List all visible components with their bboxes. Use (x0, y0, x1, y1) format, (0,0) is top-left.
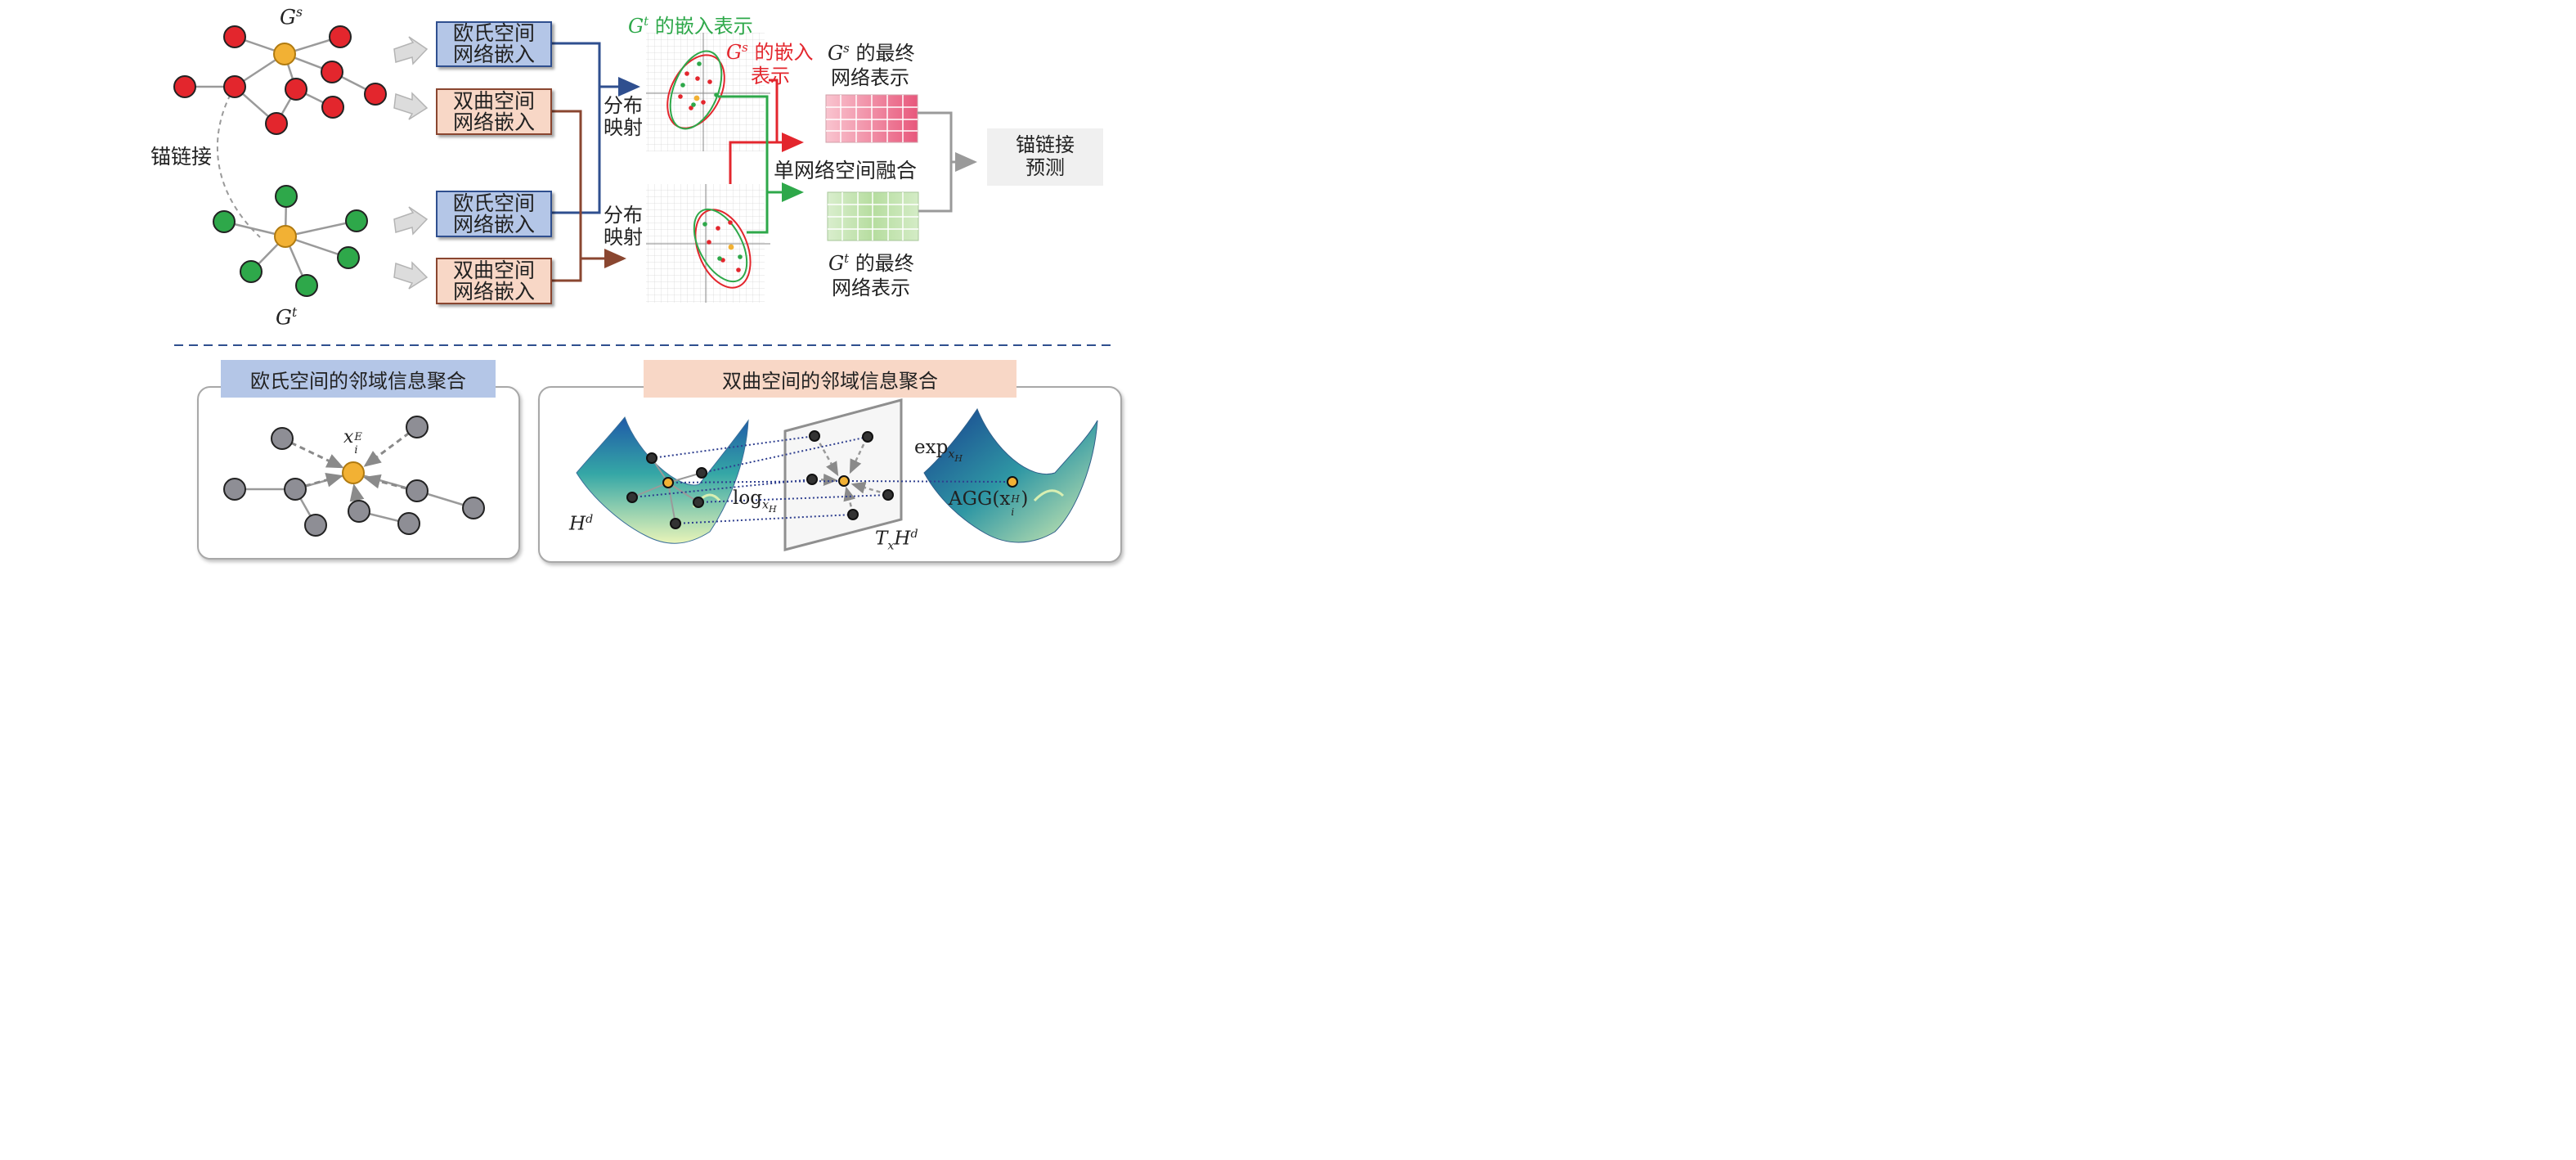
hyperbolic-embedding-box-top: 双曲空间网络嵌入 (436, 88, 552, 135)
bottom-panels-overlay (223, 398, 1098, 551)
gt-node (275, 185, 298, 208)
gs-node (285, 78, 307, 101)
gt-node (240, 260, 263, 283)
gt-node (295, 274, 318, 297)
hyperbolic-manifold-right (923, 407, 1098, 543)
gs-final-label: Gs 的最终 网络表示 (828, 41, 915, 89)
gs-node (223, 25, 246, 48)
block-arrow-icon (393, 261, 429, 290)
hyperbolic-neighbor-node (696, 467, 707, 479)
tangent-neighbor-node (847, 509, 859, 520)
euclid-neighbor-node (304, 514, 327, 537)
gs-embedding-label: Gs 的嵌入 表示 (726, 40, 814, 88)
distribution-mapping-label-top: 分布映射 (604, 94, 643, 139)
euclidean-panel-title: 欧氏空间的邻域信息聚合 (221, 360, 496, 398)
euclid-neighbor-node (406, 416, 429, 438)
tangent-space-label: TxHd (875, 528, 918, 553)
aggregated-node (1007, 476, 1018, 488)
hyperbolic-target-node (662, 477, 674, 488)
euclid-neighbor-node (397, 512, 420, 535)
gs-center-node (273, 43, 296, 65)
gs-node (321, 96, 344, 119)
euclid-neighbor-node (406, 479, 429, 502)
scatter-plot-bottom (646, 184, 770, 303)
source-graph (173, 25, 387, 238)
gs-node (265, 112, 288, 135)
prediction-box (987, 128, 1103, 186)
target-graph-label: Gt (276, 305, 298, 330)
fusion-label: 单网络空间融合 (774, 159, 918, 182)
tangent-target-node (838, 475, 850, 487)
euclidean-embedding-box-bottom: 欧氏空间网络嵌入 (436, 191, 552, 237)
block-arrow-icon (393, 206, 429, 236)
tangent-neighbor-node (862, 431, 873, 443)
exp-map-label: expxH (914, 437, 963, 464)
gs-node (364, 83, 387, 106)
gt-node (213, 210, 236, 233)
gt-center-node (274, 225, 297, 248)
anchor-link-dashed (216, 86, 261, 238)
tangent-neighbor-node (809, 430, 820, 442)
gt-embedding-label: Gt 的嵌入表示 (628, 14, 753, 38)
euclid-target-node (342, 461, 365, 484)
gt-node (345, 209, 368, 232)
hyperbolic-neighbor-node (693, 497, 704, 508)
block-arrow-icon (393, 92, 429, 120)
scatter-plot-top (646, 33, 770, 151)
euclid-neighbor-node (348, 500, 370, 523)
anchor-link-label: 锚链接 (150, 145, 213, 169)
gs-node (321, 61, 343, 83)
target-graph (213, 185, 368, 297)
distribution-mapping-label-bottom: 分布映射 (604, 204, 643, 249)
embedding-connectors (550, 42, 640, 282)
euclidean-embedding-box-top: 欧氏空间网络嵌入 (436, 21, 552, 67)
euclid-neighbor-node (223, 478, 246, 501)
gs-node (173, 75, 196, 98)
tangent-neighbor-node (882, 489, 894, 501)
fusion-arrows (718, 79, 804, 234)
euclid-neighbor-node (462, 497, 485, 519)
source-graph-label: Gs (280, 5, 303, 29)
hyperbolic-manifold-left (576, 416, 749, 544)
manifold-label: Hd (569, 513, 594, 535)
euclid-neighbor-node (271, 427, 294, 450)
hyperbolic-neighbor-node (670, 518, 681, 529)
gs-final-representation-grid (825, 94, 918, 143)
hyperbolic-embedding-box-bottom: 双曲空间网络嵌入 (436, 258, 552, 304)
hyperbolic-panel-title: 双曲空间的邻域信息聚合 (644, 360, 1016, 398)
tangent-neighbor-node (806, 474, 818, 485)
hyperbolic-neighbor-node (646, 452, 657, 464)
euclid-neighbor-node (284, 478, 307, 501)
gt-final-representation-grid (827, 191, 919, 241)
gs-node (329, 25, 352, 48)
gs-node (223, 75, 246, 98)
hyperbolic-neighbor-node (626, 492, 638, 503)
block-arrow-icon (393, 36, 429, 65)
anchor-link-prediction-label: 锚链接预测 (1016, 133, 1075, 179)
block-arrows (393, 36, 429, 290)
prediction-connector (918, 111, 977, 213)
gt-node (337, 246, 360, 269)
gt-final-label: Gt 的最终 网络表示 (828, 251, 914, 299)
log-map-label: logxH (733, 488, 777, 515)
